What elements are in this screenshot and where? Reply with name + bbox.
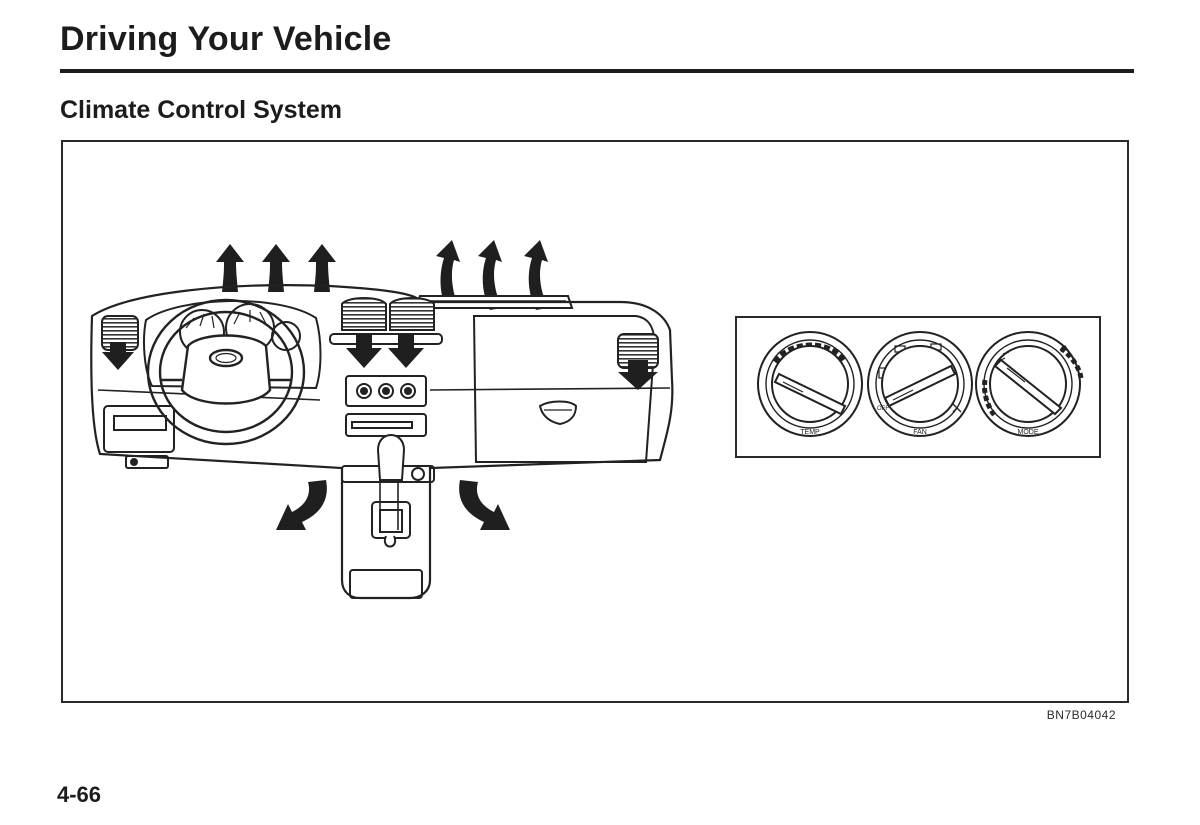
climate-control-panel: TEMP OFF FAN MODE (757, 331, 1084, 437)
left-side-vent (101, 315, 139, 370)
mode-knob[interactable]: MODE (975, 331, 1084, 437)
defrost-mode-icon (1060, 344, 1070, 353)
temp-knob-label: TEMP (800, 429, 820, 436)
airflow-arrow-up-6 (524, 240, 548, 310)
airflow-arrow-up-4 (436, 240, 460, 308)
gear-shifter (376, 434, 406, 481)
right-side-vent (617, 333, 659, 390)
fan-knob[interactable]: OFF FAN (867, 331, 973, 437)
figure-frame (61, 140, 1129, 703)
vent-mode-icon (996, 351, 1010, 363)
control-panel-frame (735, 316, 1101, 458)
figure-code: BN7B04042 (1046, 708, 1116, 722)
airflow-arrow-floor-left (276, 480, 327, 530)
mode-knob-label: MODE (1018, 429, 1039, 436)
airflow-arrow-up-1 (216, 244, 244, 292)
center-console (341, 375, 435, 599)
page-number: 4-66 (57, 782, 102, 807)
lower-left-compartment (103, 405, 175, 469)
steering-wheel (146, 298, 306, 446)
fan-icon (952, 403, 962, 413)
airflow-arrow-up-5 (478, 240, 502, 310)
temp-knob[interactable]: TEMP (757, 331, 863, 437)
chapter-rule (60, 69, 1134, 73)
fan-off-label: OFF (877, 406, 889, 412)
dashboard-illustration (90, 240, 674, 600)
glove-box (472, 315, 656, 463)
airflow-arrow-floor-right (459, 480, 510, 530)
chapter-title: Driving Your Vehicle (60, 20, 392, 58)
section-title: Climate Control System (60, 96, 343, 124)
center-vents (329, 297, 443, 368)
fan-knob-label: FAN (913, 429, 927, 436)
